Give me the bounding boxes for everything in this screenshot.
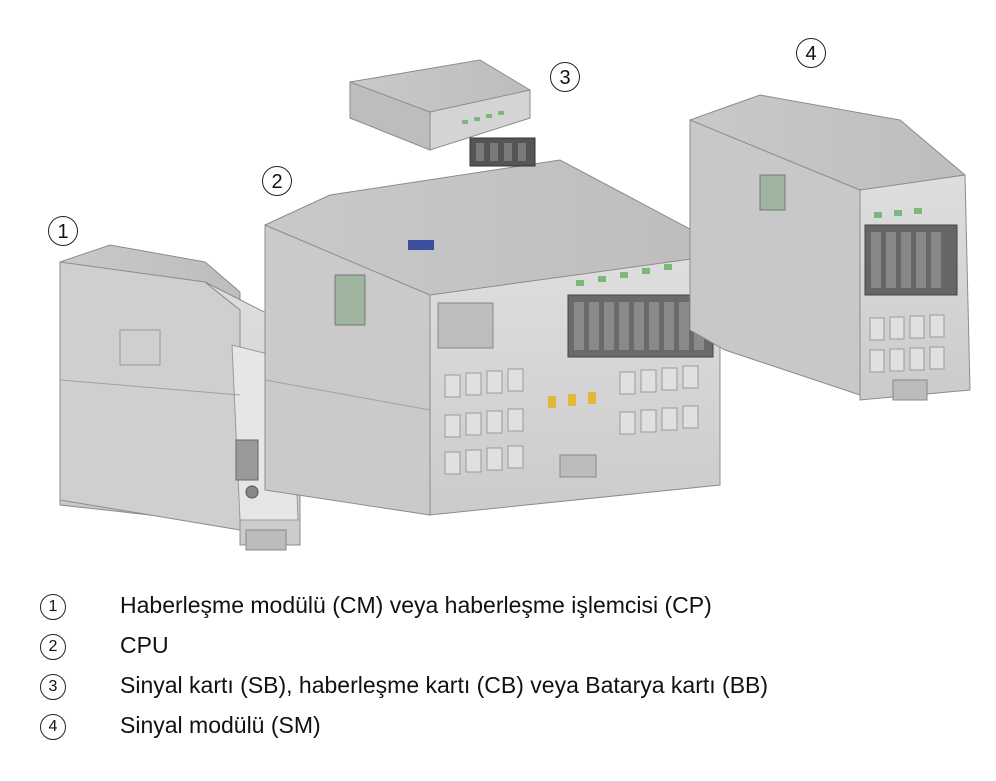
legend-number: 1 — [40, 594, 66, 620]
callout-4: 4 — [796, 38, 826, 68]
legend-label: Sinyal kartı (SB), haberleşme kartı (CB)… — [120, 672, 769, 698]
callout-1: 1 — [48, 216, 78, 246]
signal-module — [689, 94, 971, 401]
plc-exploded-diagram — [59, 59, 971, 551]
signal-board — [349, 59, 536, 167]
legend-number: 4 — [40, 714, 66, 740]
callout-2: 2 — [262, 166, 292, 196]
legend-number: 2 — [40, 634, 66, 660]
cpu-module — [264, 159, 721, 516]
legend-label: Sinyal modülü (SM) — [120, 712, 321, 738]
legend-label: CPU — [120, 632, 169, 658]
legend-number: 3 — [40, 674, 66, 700]
communication-module — [59, 244, 301, 551]
legend-label: Haberleşme modülü (CM) veya haberleşme i… — [120, 592, 712, 618]
callout-3: 3 — [550, 62, 580, 92]
